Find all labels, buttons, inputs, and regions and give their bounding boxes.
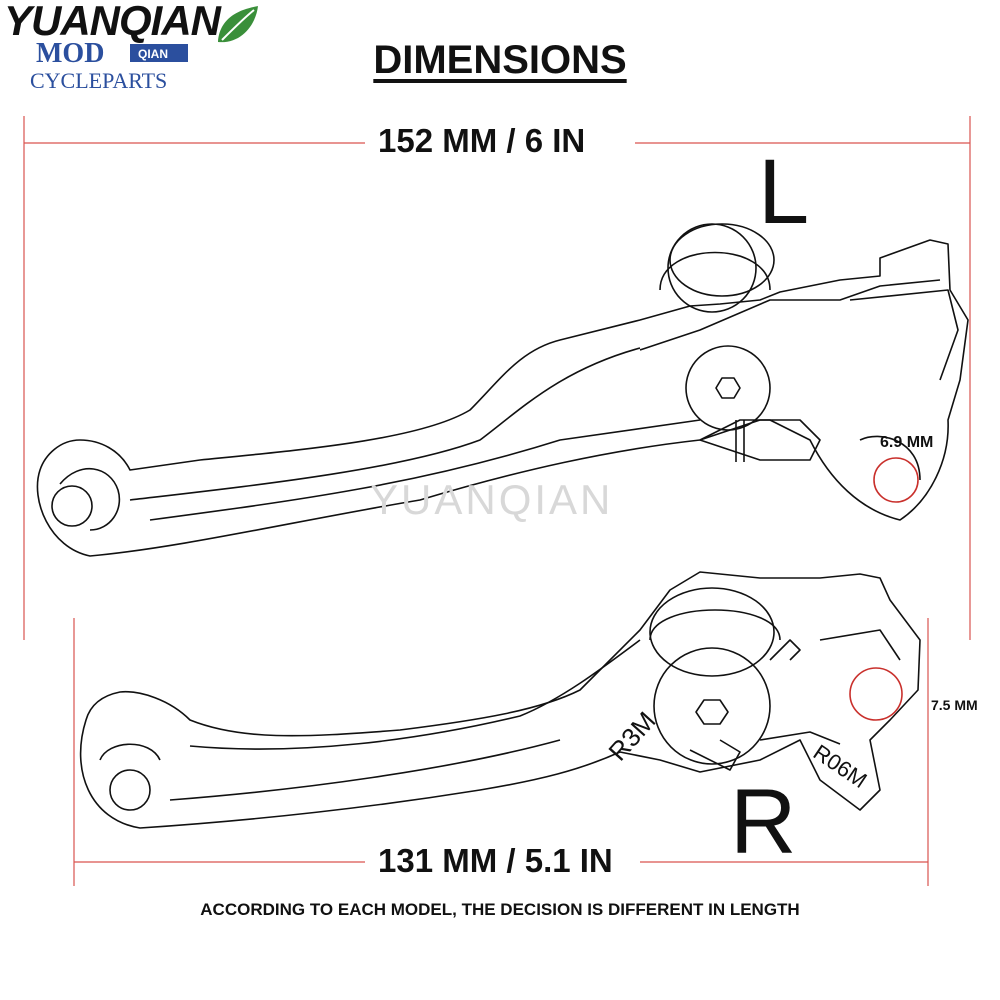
footnote: ACCORDING TO EACH MODEL, THE DECISION IS… [200, 900, 800, 919]
right-lever [79, 571, 921, 829]
left-hole-diameter: 6.9 MM [880, 434, 934, 451]
left-side-letter: L [758, 141, 810, 243]
brand-subtitle: CYCLEPARTS [30, 68, 168, 93]
watermark: YUANQIAN [370, 476, 614, 523]
left-length-label: 152 MM / 6 IN [368, 122, 596, 160]
logo-mark-text: QIAN [138, 47, 168, 61]
engraving-r3m: R3M [602, 706, 661, 767]
right-side-letter: R [730, 771, 797, 873]
left-dimension-lines [23, 116, 971, 640]
leaf-icon [218, 6, 258, 43]
right-hole-diameter: 7.5 MM [931, 697, 978, 713]
logo-mark-icon: MOD QIAN [36, 38, 188, 68]
right-dimension-lines [73, 618, 929, 886]
right-hole-marker [849, 667, 903, 721]
left-lever [36, 223, 969, 557]
brand-logo: YUANQIAN [4, 0, 221, 44]
page-title: DIMENSIONS [373, 38, 627, 82]
left-hole-marker [873, 457, 919, 503]
engraving-r06m: R06M [809, 739, 872, 793]
right-length-label: 131 MM / 5.1 IN [368, 842, 623, 880]
svg-text:MOD: MOD [36, 38, 104, 68]
